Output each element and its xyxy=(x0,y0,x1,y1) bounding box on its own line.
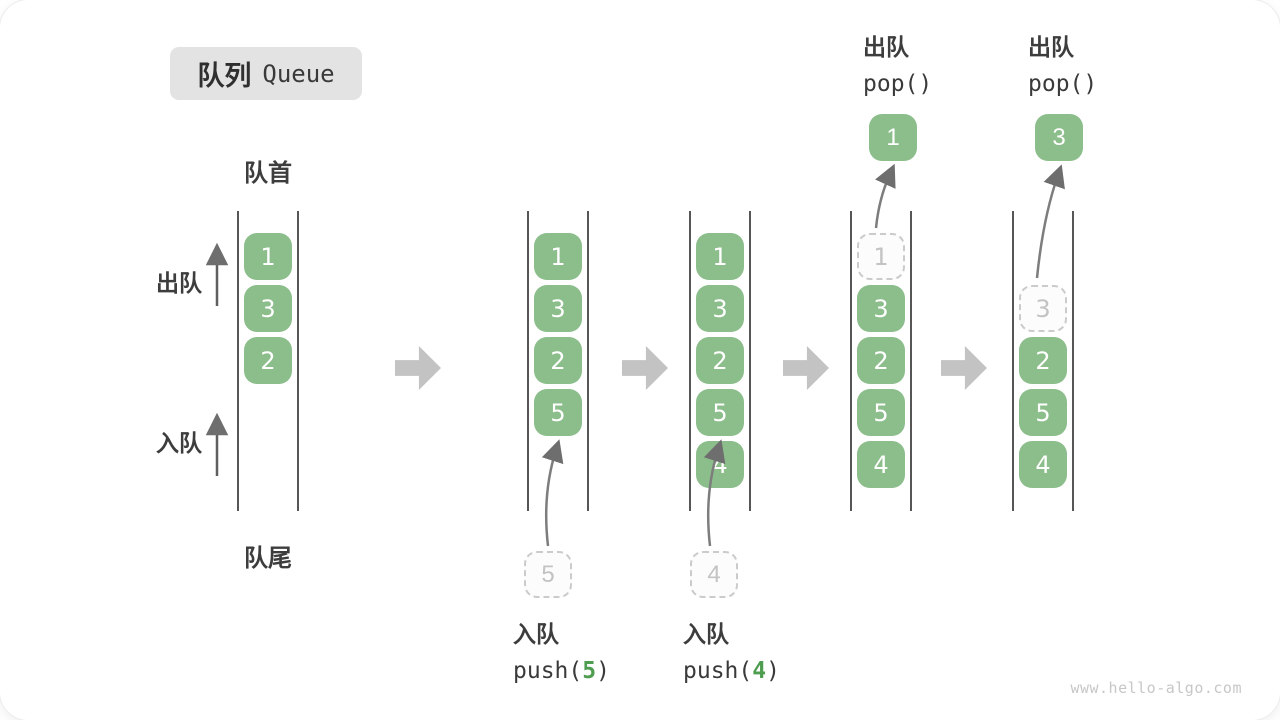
op-dequeue-code: pop() xyxy=(1028,71,1098,97)
incoming-element-ghost: 4 xyxy=(690,551,738,598)
op-enqueue-code: push(4) xyxy=(683,658,780,684)
queue-element: 5 xyxy=(696,389,744,436)
label-queue-rear: 队尾 xyxy=(244,545,292,572)
label-enqueue-side: 入队 xyxy=(156,430,202,456)
popped-element: 1 xyxy=(869,114,917,161)
queue-state-1: 1 3 2 xyxy=(237,211,299,511)
queue-element-removed: 1 xyxy=(857,233,905,280)
op-enqueue-5: 入队 push(5) xyxy=(513,615,610,684)
op-dequeue-label: 出队 xyxy=(1028,34,1074,60)
op-enqueue-4: 入队 push(4) xyxy=(683,615,780,684)
queue-state-2: 1 3 2 5 xyxy=(527,211,589,511)
queue-element: 5 xyxy=(1019,389,1067,436)
title-zh: 队列 xyxy=(197,61,252,91)
label-dequeue-side: 出队 xyxy=(156,270,202,296)
label-queue-front: 队首 xyxy=(244,160,292,187)
op-enqueue-label: 入队 xyxy=(513,621,559,647)
title-en: Queue xyxy=(262,59,335,88)
queue-state-5: 3 2 5 4 xyxy=(1012,211,1074,511)
queue-element: 5 xyxy=(857,389,905,436)
code-arg: 5 xyxy=(582,658,597,684)
op-enqueue-label: 入队 xyxy=(683,621,729,647)
queue-element: 3 xyxy=(534,285,582,332)
code-close: ) xyxy=(596,658,610,684)
code-close: ) xyxy=(766,658,780,684)
queue-element: 2 xyxy=(244,337,292,384)
queue-element: 1 xyxy=(244,233,292,280)
queue-element: 3 xyxy=(244,285,292,332)
title-badge: 队列 Queue xyxy=(170,47,362,100)
transition-arrow-icon xyxy=(941,346,987,390)
transition-arrow-icon xyxy=(395,346,441,390)
op-dequeue-code: pop() xyxy=(863,71,933,97)
queue-element: 5 xyxy=(534,389,582,436)
queue-element: 2 xyxy=(1019,337,1067,384)
transition-arrow-icon xyxy=(783,346,829,390)
popped-element: 3 xyxy=(1035,114,1083,161)
queue-element: 2 xyxy=(857,337,905,384)
transition-arrow-icon xyxy=(622,346,668,390)
queue-element: 4 xyxy=(696,441,744,488)
queue-element: 4 xyxy=(857,441,905,488)
op-enqueue-code: push(5) xyxy=(513,658,610,684)
queue-state-4: 1 3 2 5 4 xyxy=(850,211,912,511)
code-fn: push( xyxy=(513,658,583,684)
queue-state-3: 1 3 2 5 4 xyxy=(689,211,751,511)
queue-element: 3 xyxy=(696,285,744,332)
queue-element: 1 xyxy=(696,233,744,280)
queue-element: 2 xyxy=(696,337,744,384)
queue-element-removed: 3 xyxy=(1019,285,1067,332)
op-dequeue-1: 出队 pop() xyxy=(863,28,932,97)
code-fn: push( xyxy=(683,658,753,684)
op-dequeue-label: 出队 xyxy=(863,34,909,60)
watermark: www.hello-algo.com xyxy=(1070,679,1242,697)
code-arg: 4 xyxy=(752,658,767,684)
queue-element: 2 xyxy=(534,337,582,384)
op-dequeue-3: 出队 pop() xyxy=(1028,28,1097,97)
queue-element: 1 xyxy=(534,233,582,280)
incoming-element-ghost: 5 xyxy=(524,551,572,598)
queue-element: 4 xyxy=(1019,441,1067,488)
queue-element: 3 xyxy=(857,285,905,332)
